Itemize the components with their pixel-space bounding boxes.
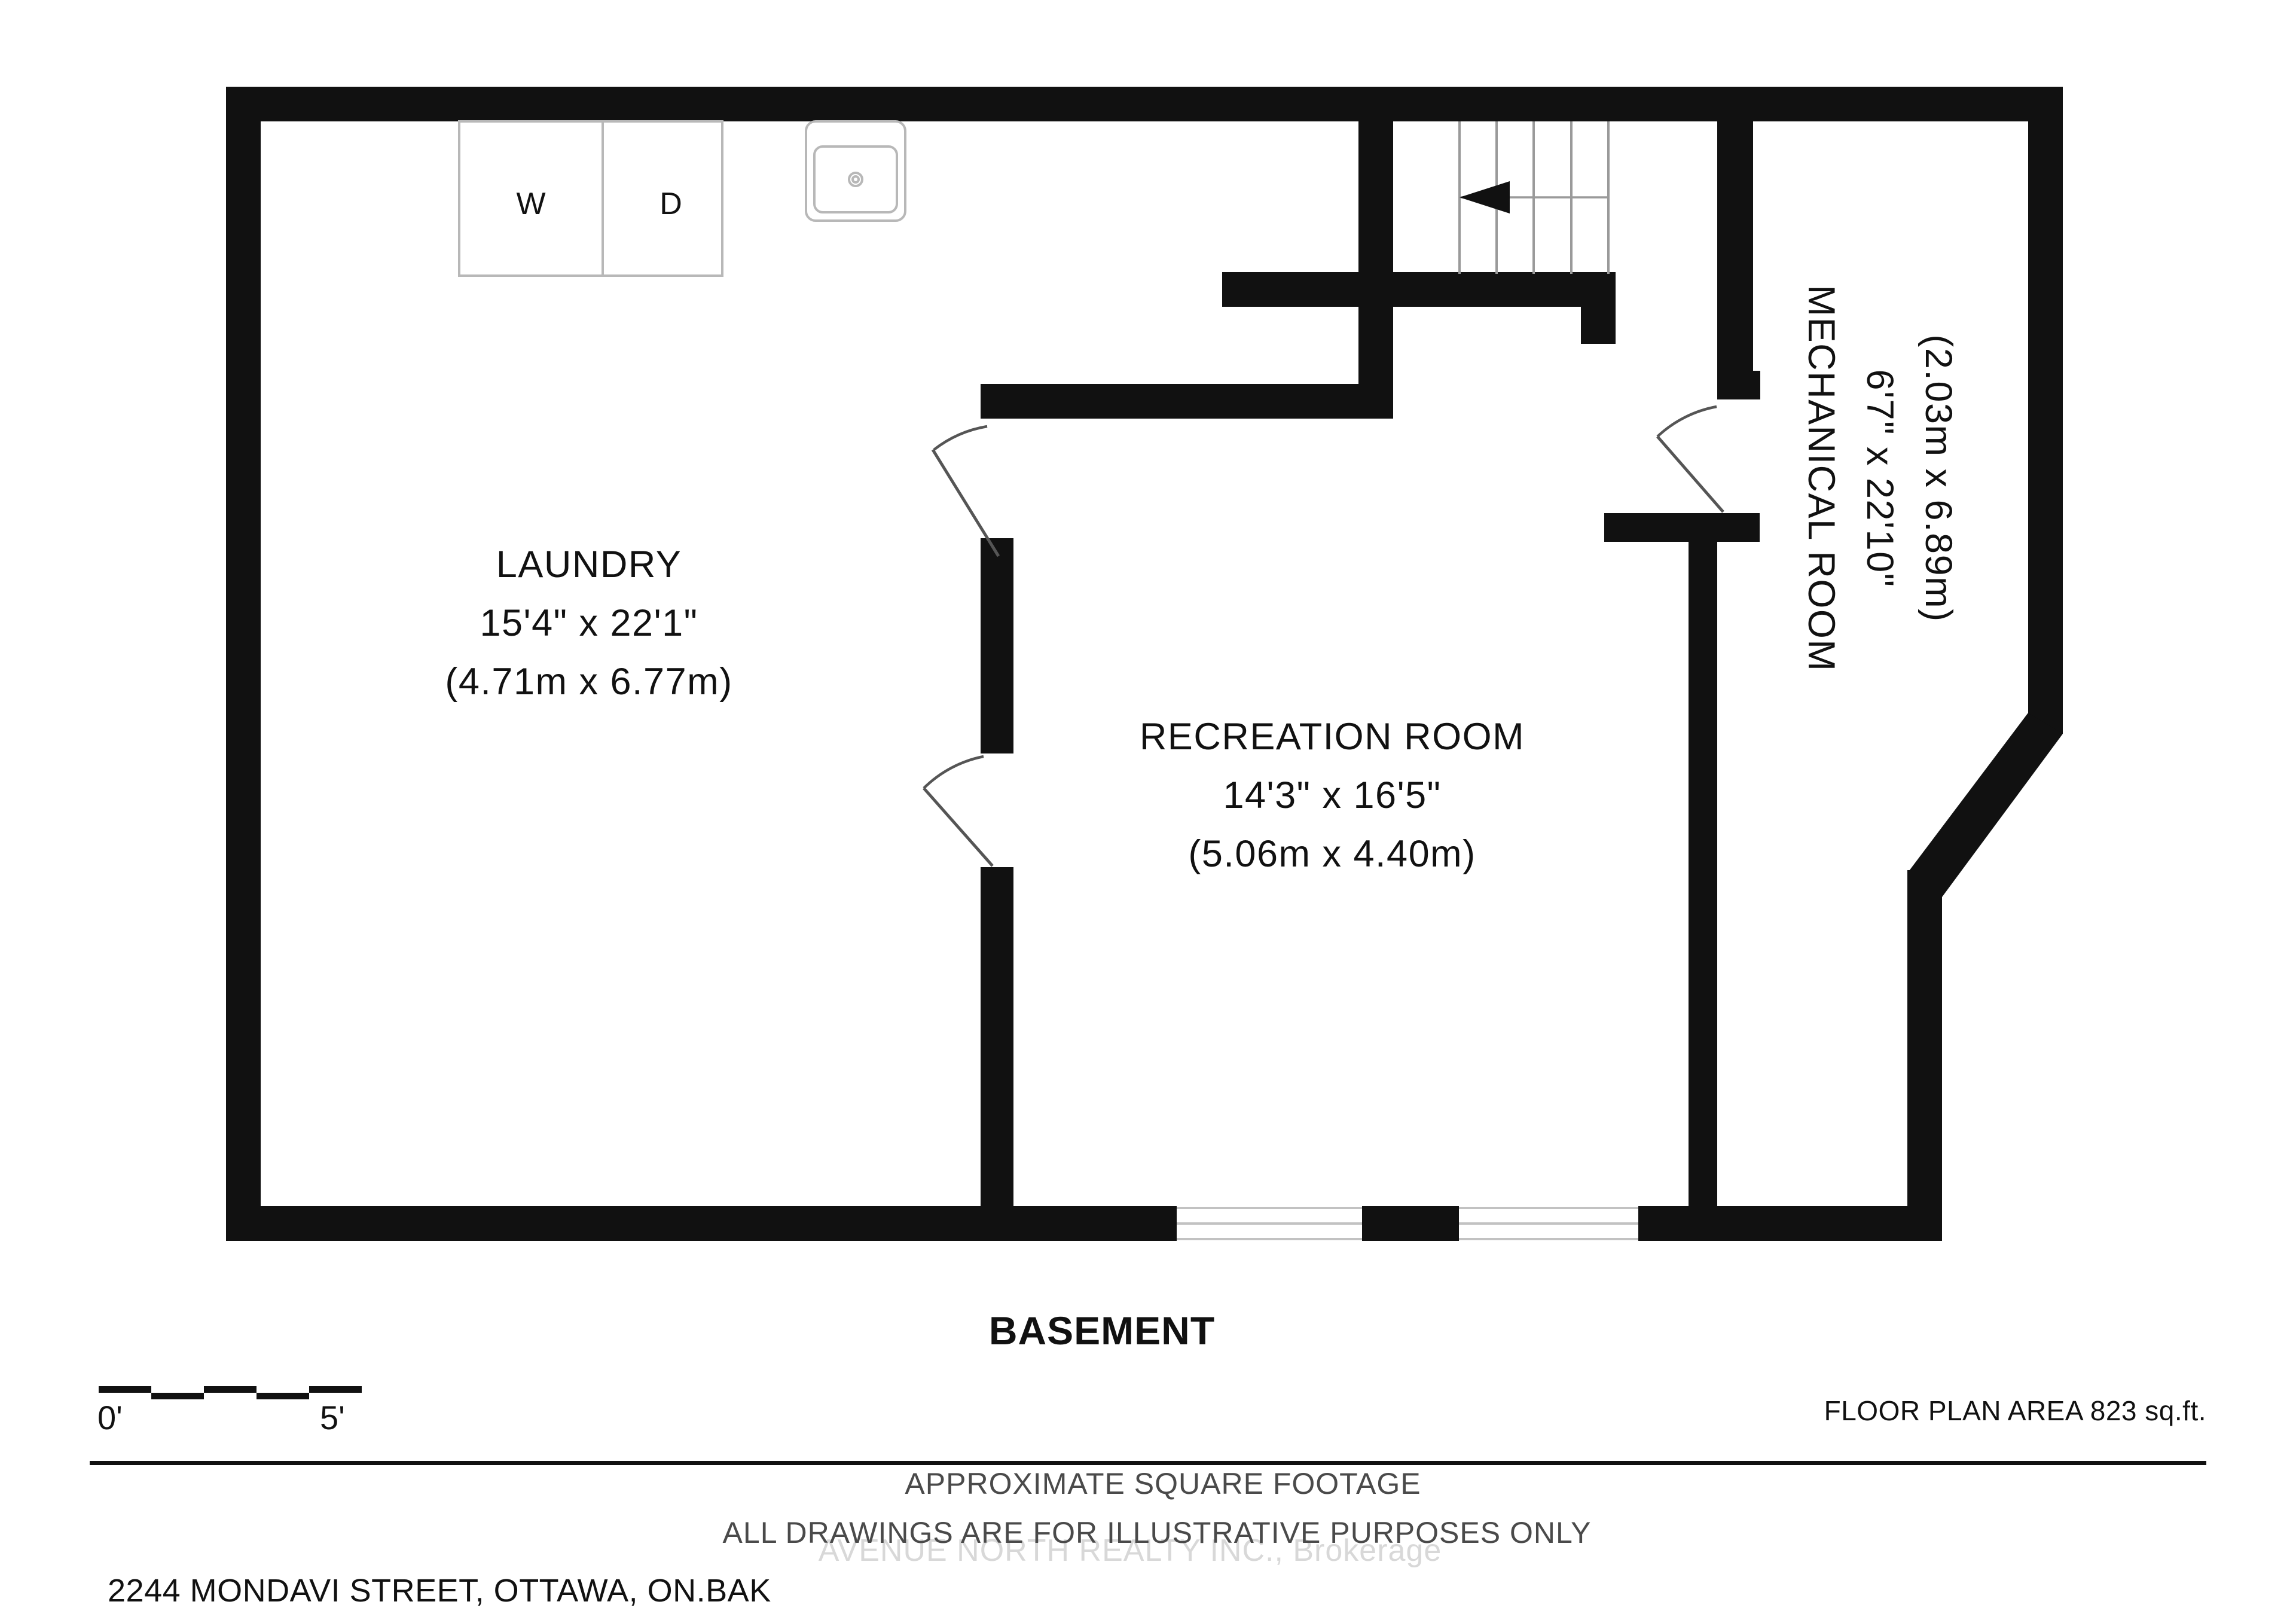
washer-label: W	[516, 187, 545, 221]
divider-rule	[90, 1461, 2206, 1465]
mechanical-dim-imperial: 6'7" x 22'10"	[1859, 369, 1901, 587]
laundry-dim-metric: (4.71m x 6.77m)	[445, 661, 732, 703]
window-left	[1177, 1207, 1362, 1240]
mechanical-dim-metric: (2.03m x 6.89m)	[1918, 334, 1959, 622]
mechanical-name: MECHANICAL ROOM	[1800, 285, 1842, 672]
recreation-dim-metric: (5.06m x 4.40m)	[1188, 833, 1476, 875]
scale-start-label: 0'	[97, 1399, 123, 1436]
floor-plan-area-label: FLOOR PLAN AREA 823 sq.ft.	[1824, 1395, 2206, 1426]
scale-end-label: 5'	[320, 1399, 345, 1436]
door-recreation-lower	[923, 755, 994, 867]
recreation-dim-imperial: 14'3" x 16'5"	[1223, 774, 1441, 816]
page-title: BASEMENT	[989, 1308, 1215, 1353]
brokerage-watermark: AVENUE NORTH REALTY INC., Brokerage	[819, 1533, 1442, 1568]
disclaimer-line-2: ALL DRAWINGS ARE FOR ILLUSTRATIVE PURPOS…	[723, 1516, 1592, 1549]
washer-dryer-unit: W D	[458, 120, 723, 277]
room-label-laundry: LAUNDRY 15'4" x 22'1" (4.71m x 6.77m)	[445, 544, 732, 703]
property-address: 2244 MONDAVI STREET, OTTAWA, ON.BAK	[108, 1573, 771, 1609]
interior-walls	[981, 121, 1760, 1241]
laundry-name: LAUNDRY	[496, 544, 682, 585]
laundry-sink	[805, 120, 906, 222]
recreation-name: RECREATION ROOM	[1140, 716, 1525, 758]
room-label-recreation: RECREATION ROOM 14'3" x 16'5" (5.06m x 4…	[1140, 716, 1525, 875]
exterior-walls	[226, 87, 2063, 1241]
laundry-dim-imperial: 15'4" x 22'1"	[480, 602, 698, 644]
scale-bar: 0' 5'	[97, 1386, 362, 1436]
door-recreation-top	[931, 425, 1000, 557]
staircase	[1458, 121, 1610, 274]
door-mechanical	[1656, 405, 1724, 513]
dryer-label: D	[660, 187, 682, 221]
disclaimer-line-1: APPROXIMATE SQUARE FOOTAGE	[905, 1467, 1421, 1500]
window-right	[1459, 1207, 1638, 1240]
room-label-mechanical: MECHANICAL ROOM 6'7" x 22'10" (2.03m x 6…	[1800, 285, 1959, 672]
stair-direction-arrow	[1460, 181, 1510, 213]
